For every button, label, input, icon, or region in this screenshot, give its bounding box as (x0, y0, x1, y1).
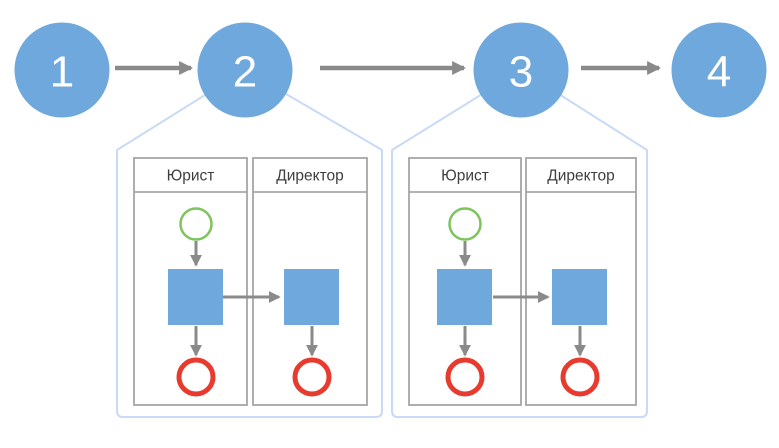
end-event-icon (445, 357, 485, 397)
step-node-label: 3 (509, 48, 533, 97)
step-circle (14, 22, 110, 118)
lane-header-label: Юрист (167, 168, 215, 185)
step-node-2: 2 (197, 22, 293, 118)
end-event-icon (292, 357, 332, 397)
end-event-icon (560, 357, 600, 397)
start-event-icon (448, 207, 482, 241)
lane-header-label: Директор (547, 168, 615, 185)
task-node (437, 269, 492, 325)
end-event-icon (176, 357, 216, 397)
task-node (284, 269, 339, 325)
callout-step-3: Юрист Директор (391, 69, 648, 418)
callout-step-2: Юрист Директор (116, 69, 383, 418)
task-node (552, 269, 607, 325)
step-node-4: 4 (671, 22, 767, 118)
start-event-icon (179, 207, 213, 241)
step-circle (197, 22, 293, 118)
step-node-3: 3 (473, 22, 569, 118)
lane-header-label: Юрист (441, 168, 489, 185)
step-node-label: 1 (50, 48, 74, 97)
step-node-label: 2 (233, 48, 257, 97)
step-node-label: 4 (707, 48, 731, 97)
step-circle (473, 22, 569, 118)
step-node-1: 1 (14, 22, 110, 118)
task-node (168, 269, 223, 325)
step-circle (671, 22, 767, 118)
lane-header-label: Директор (276, 168, 344, 185)
